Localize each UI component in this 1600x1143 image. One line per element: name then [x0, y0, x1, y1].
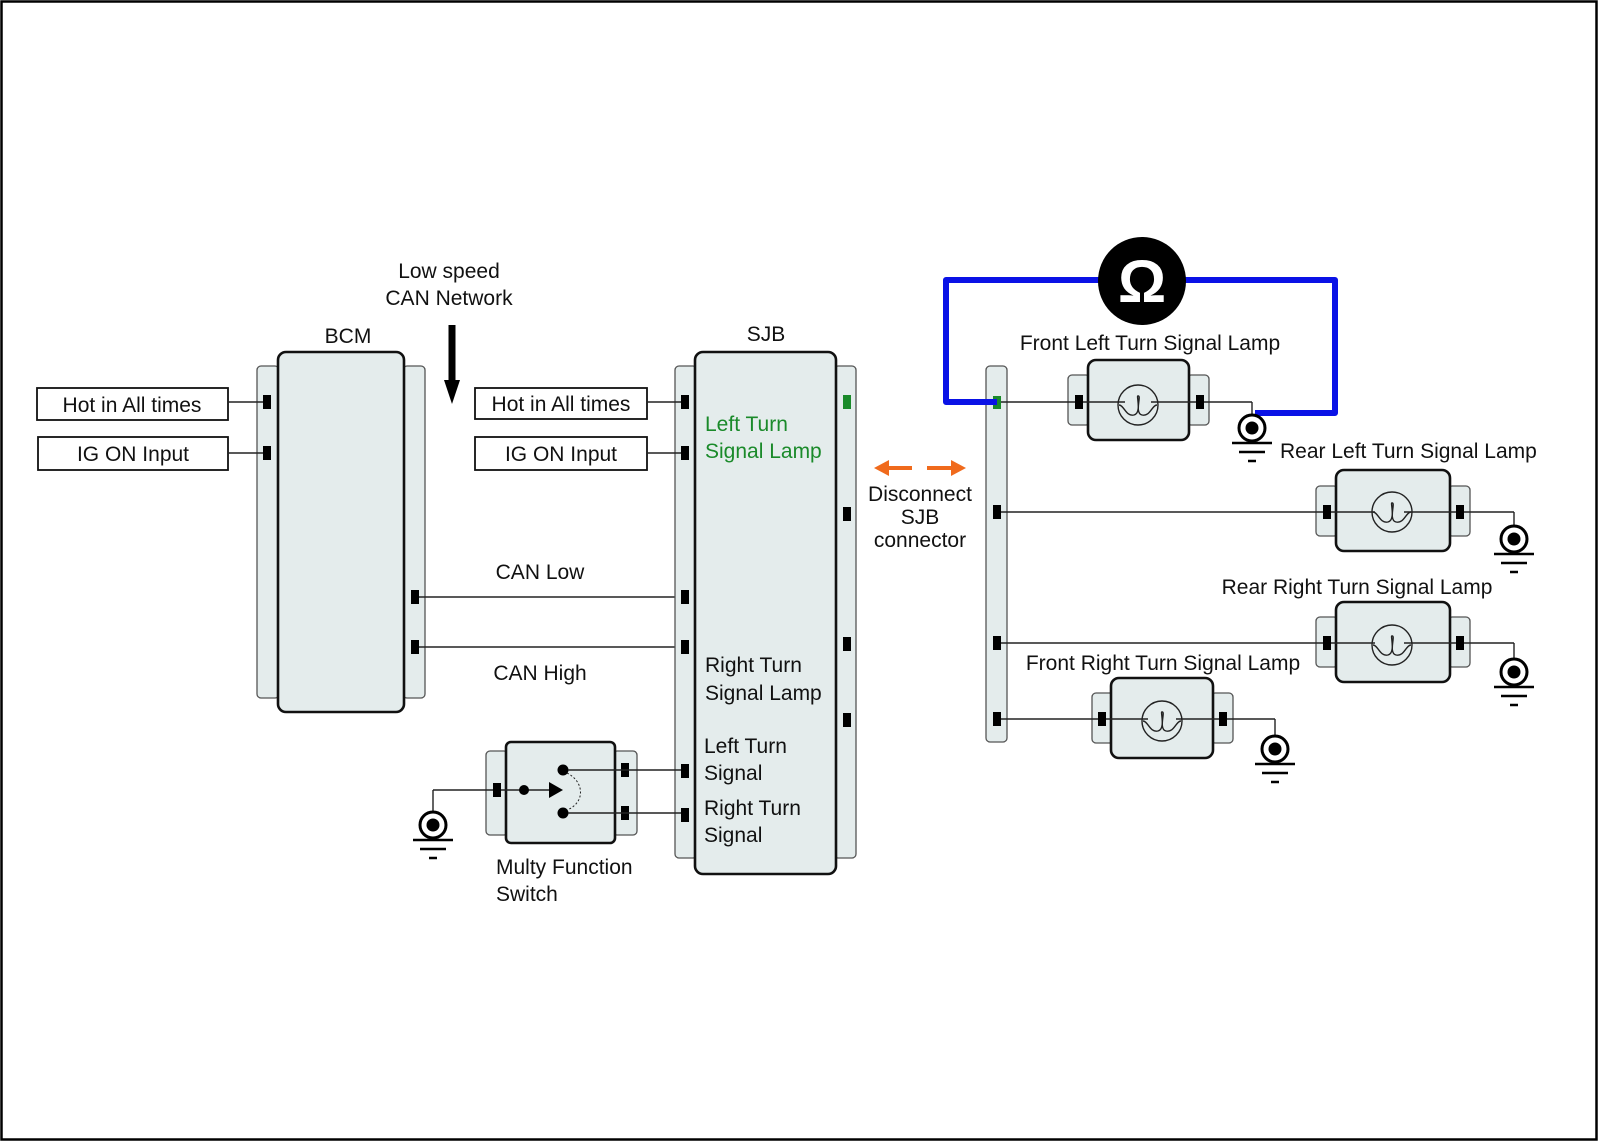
can-network-annotation: Low speed CAN Network: [385, 260, 513, 404]
ohmmeter-icon: Ω: [1098, 237, 1186, 325]
ground-icon: [1492, 657, 1536, 707]
lamp-front-left: Front Left Turn Signal Lamp: [1001, 332, 1280, 463]
lamp-rear-right-label: Rear Right Turn Signal Lamp: [1222, 576, 1493, 599]
lamp-front-left-label: Front Left Turn Signal Lamp: [1020, 332, 1280, 355]
sjb-pin-4: [843, 713, 851, 727]
switch-right-contact: [557, 807, 569, 819]
bcm-pin-ig: [263, 446, 271, 460]
can-network-label-line2: CAN Network: [385, 287, 513, 310]
sjb-input-hot-label: Hot in All times: [492, 393, 631, 416]
disconnect-label-line3: connector: [874, 529, 966, 552]
multi-function-switch: Multy Function Switch: [411, 740, 681, 906]
switch-left-contact: [557, 764, 569, 776]
lamp-rear-left: Rear Left Turn Signal Lamp: [1001, 440, 1537, 574]
sjb-left-lamp-label-line2: Signal Lamp: [705, 440, 822, 463]
sjb-pin-hot: [681, 395, 689, 409]
sjb-module: SJB Left Turn Signal Lamp Right Turn Sig…: [674, 323, 857, 876]
sjb-pin-can-high: [681, 640, 689, 654]
harness-pin-rear-left: [993, 505, 1001, 519]
disconnect-label-line2: SJB: [901, 506, 940, 529]
switch-label-line1: Multy Function: [496, 856, 633, 879]
lamp-rear-left-label: Rear Left Turn Signal Lamp: [1280, 440, 1537, 463]
bcm-pin-can-low: [411, 590, 419, 604]
sjb-input-ig: IG ON Input: [474, 436, 681, 471]
sjb-body: [693, 350, 838, 876]
bcm-title: BCM: [325, 325, 372, 348]
harness-pin-rear-right: [993, 636, 1001, 650]
lamp-rear-right: Rear Right Turn Signal Lamp: [1001, 576, 1536, 707]
ground-icon: [1492, 524, 1536, 574]
bcm-left-connector: [256, 365, 280, 699]
sjb-right-lamp-label-line2: Signal Lamp: [705, 682, 822, 705]
switch-pin-in: [493, 783, 501, 797]
lamp-front-right: Front Right Turn Signal Lamp: [1001, 652, 1300, 784]
harness-connector: [985, 365, 1008, 743]
lamp-front-right-label: Front Right Turn Signal Lamp: [1026, 652, 1300, 675]
sjb-right-signal-label-line2: Signal: [704, 824, 762, 847]
ground-icon: [1230, 413, 1274, 463]
switch-common-contact: [519, 785, 529, 795]
harness-connector-bar: [985, 365, 1008, 743]
sjb-left-signal-label-line2: Signal: [704, 762, 762, 785]
switch-label-line2: Switch: [496, 883, 558, 906]
bcm-input-ig-label: IG ON Input: [77, 443, 189, 466]
can-high-label: CAN High: [493, 662, 586, 685]
switch-arrow-icon: [549, 782, 563, 798]
sjb-input-ig-label: IG ON Input: [505, 443, 617, 466]
sjb-pin-right-lamp: [843, 637, 851, 651]
bidirectional-arrow-icon: [874, 460, 966, 476]
sjb-pin-2: [843, 507, 851, 521]
sjb-pin-left-lamp: [843, 395, 851, 409]
bcm-input-ig: IG ON Input: [37, 436, 263, 471]
ohmmeter-symbol: Ω: [1118, 248, 1166, 315]
sjb-input-hot: Hot in All times: [474, 387, 681, 420]
sjb-right-signal-label-line1: Right Turn: [704, 797, 801, 820]
sjb-pin-right-signal: [681, 808, 689, 822]
harness-pin-front-right: [993, 712, 1001, 726]
can-network-label-line1: Low speed: [398, 260, 500, 283]
bcm-input-hot: Hot in All times: [36, 387, 263, 421]
sjb-pin-left-signal: [681, 764, 689, 778]
ground-icon: [411, 810, 455, 860]
can-bus: CAN Low CAN High: [419, 561, 684, 685]
sjb-pin-can-low: [681, 590, 689, 604]
ground-icon: [1253, 734, 1297, 784]
bcm-pin-hot: [263, 395, 271, 409]
disconnect-annotation: Disconnect SJB connector: [868, 460, 972, 552]
sjb-left-signal-label-line1: Left Turn: [704, 735, 787, 758]
sjb-pin-ig: [681, 446, 689, 460]
can-low-label: CAN Low: [496, 561, 586, 584]
sjb-left-lamp-label-line1: Left Turn: [705, 413, 788, 436]
switch-body: [504, 740, 617, 845]
sjb-right-lamp-label-line1: Right Turn: [705, 654, 802, 677]
bcm-module: BCM: [256, 325, 426, 714]
bcm-pin-can-high: [411, 640, 419, 654]
bcm-body: [276, 350, 406, 714]
bcm-input-hot-label: Hot in All times: [63, 394, 202, 417]
sjb-title: SJB: [747, 323, 786, 346]
disconnect-label-line1: Disconnect: [868, 483, 972, 506]
down-arrow-icon: [444, 325, 460, 404]
